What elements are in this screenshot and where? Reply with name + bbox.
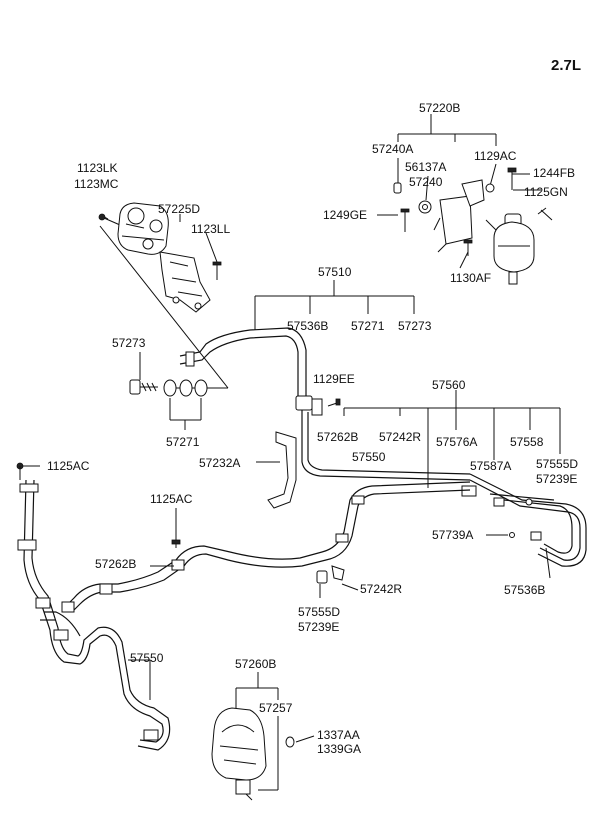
clip-57240a [393,182,402,194]
grommet-57558 [525,498,533,506]
reservoir-group [377,114,553,285]
label-57239e-right: 57239E [536,472,577,486]
engine-label: 2.7L [551,57,581,74]
label-57257: 57257 [259,701,293,715]
label-57510: 57510 [318,265,352,279]
label-1123ll: 1123LL [191,222,230,236]
screw-1125gn [537,207,553,221]
cooler-mount [235,779,251,795]
bolt-1244fb [507,167,517,173]
clamp-57536b [530,531,542,541]
bracket-57232a [256,431,297,509]
clamp-57576a [461,485,477,497]
long-return-tube [67,481,471,611]
clamp-57262b-mid [351,495,365,505]
pressure-hose-group [179,280,471,481]
label-1130af: 1130AF [450,271,491,285]
label-1129ee: 1129EE [313,372,355,386]
label-1249ge: 1249GE [323,208,367,222]
hose-fitting-1129ee [295,395,313,411]
bolt-1337aa [285,736,295,748]
label-57271-top: 57271 [351,319,385,333]
small-parts-group [316,565,359,598]
label-1125ac-left: 1125AC [47,459,90,473]
label-57240: 57240 [409,175,443,189]
clamp-57587a [493,497,505,507]
label-57242r-low: 57242R [360,582,402,596]
banjo-bolt-57273 [129,379,141,395]
washer-57271-b [194,379,208,397]
grommet-57555d [316,570,328,584]
label-57273-left: 57273 [112,336,146,350]
cooler-group [211,672,315,801]
label-57587a: 57587A [470,459,511,473]
label-57555d-low: 57555D [298,605,340,619]
clamp-57242r-mid [335,533,349,543]
hose-banjo-fitting [179,379,193,397]
return-hose-group [343,390,587,579]
reservoir-tank [493,221,535,273]
label-57558: 57558 [510,435,544,449]
label-57262b-left: 57262B [95,557,136,571]
label-57536b-top: 57536B [287,319,328,333]
return-hose-loop [16,462,171,751]
label-57225d: 57225D [158,202,200,216]
hose-fitting-57273 [185,351,195,367]
clamp-upper [19,483,39,493]
label-1123lk: 1123LK [77,161,117,175]
label-57560: 57560 [432,378,466,392]
label-57242r-mid: 57242R [379,430,421,444]
reservoir-bracket [439,195,473,245]
label-57555d-right: 57555D [536,457,578,471]
label-57220b: 57220B [419,101,460,115]
label-57260b: 57260B [235,657,276,671]
bolt-1123lk [98,213,106,221]
label-1125ac-mid: 1125AC [150,492,193,506]
label-1337aa: 1337AA [317,728,360,742]
label-1125gn: 1125GN [524,185,568,199]
washer-57271-a [163,379,177,397]
label-1123mc: 1123MC [74,177,119,191]
clamp-57262b-left [171,559,185,571]
bolt-1129ac [485,183,495,193]
label-57240a: 57240A [372,142,413,156]
label-57536b-right: 57536B [504,583,545,597]
label-57273-top: 57273 [398,319,432,333]
oil-cooler-57260b [211,707,267,781]
label-1339ga: 1339GA [317,742,361,756]
label-57576a: 57576A [436,435,477,449]
pump-bracket-57225d [159,251,211,313]
label-57550-mid: 57550 [352,450,386,464]
label-57739a: 57739A [432,528,473,542]
label-56137a: 56137A [405,160,446,174]
label-1129ac: 1129AC [474,149,517,163]
label-57262b-mid: 57262B [317,430,358,444]
clamp-57242r [331,565,345,581]
label-57232a: 57232A [199,456,240,470]
label-1244fb: 1244FB [533,166,575,180]
clip-57739a [509,532,515,538]
label-57271-left: 57271 [166,435,200,449]
label-57239e-low: 57239E [298,620,339,634]
label-57550-low: 57550 [130,651,164,665]
bolt-washers-group [129,352,208,430]
